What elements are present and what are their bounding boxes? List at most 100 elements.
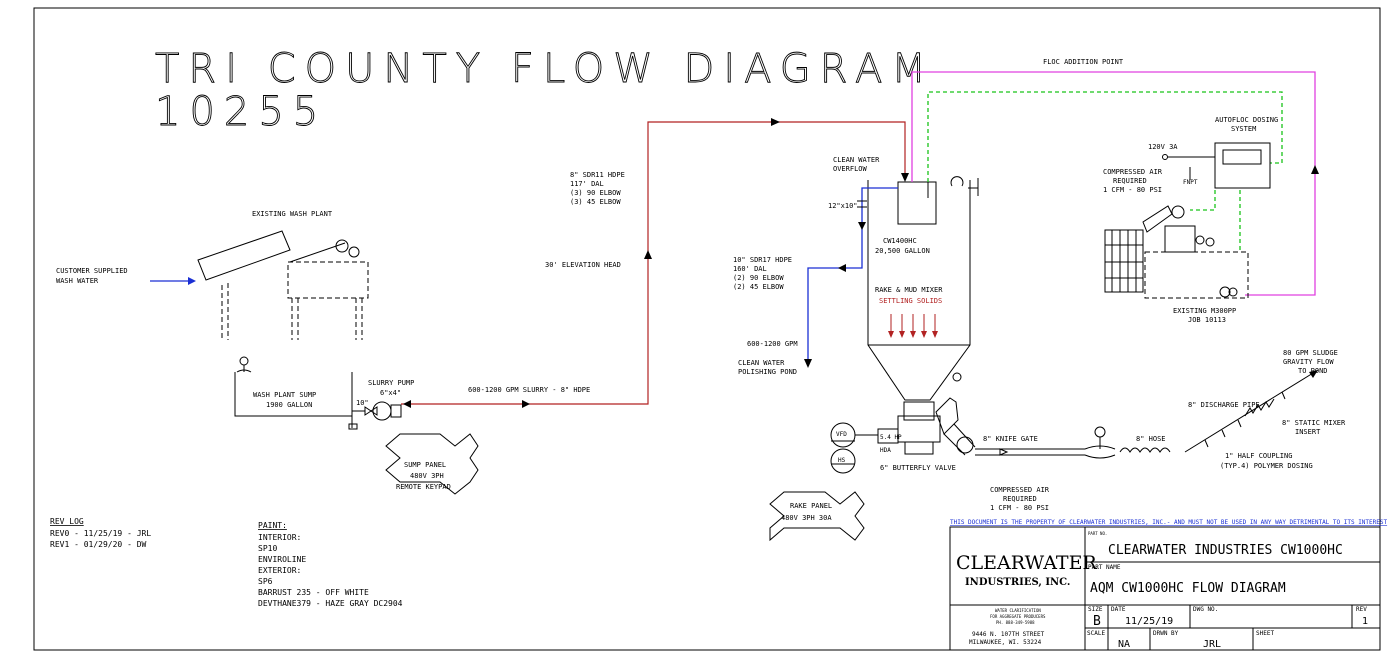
fnpt-label: FNPT [1183,179,1198,186]
date-value: 11/25/19 [1125,616,1173,627]
slurry-arrow-5 [901,173,909,182]
diagram-number: 10255 [155,89,327,135]
sump-panel-outline [385,433,479,495]
hdpe10-label-3: (2) 90 ELBOW [733,274,784,282]
sludge-label-2: GRAVITY FLOW [1283,358,1334,366]
m300-label-2: JOB 10113 [1188,316,1226,324]
hp-label: 5.4 HP [880,434,902,441]
sheet-label: SHEET [1256,630,1274,637]
rev-log-entry-0: REV0 - 11/25/19 - JRL [50,529,151,538]
sump-panel-label-1: SUMP PANEL [404,461,446,469]
power-plug [1162,154,1168,160]
rake-panel-label-1: RAKE PANEL [790,502,832,510]
discharge-assembly [877,397,1085,456]
rev-value: 1 [1362,616,1368,627]
static-mixer-label-2: INSERT [1295,428,1321,436]
paint-line-6: DEVTHANE379 - HAZE GRAY DC2904 [258,599,403,608]
power-120-label: 120V 3A [1148,143,1178,151]
clarifier-tank [862,176,979,401]
slurry-line [401,121,906,405]
static-mixer-label-1: 8" STATIC MIXER [1282,419,1346,427]
butterfly-label: 6" BUTTERFLY VALVE [880,464,956,472]
rev-label: REV [1356,606,1367,613]
overflow-size-label: 12"x10" [828,202,858,210]
floc-line [911,71,1316,296]
wash-plant-label: EXISTING WASH PLANT [252,210,333,218]
hs-circle [830,448,856,474]
address-1: 9446 N. 107TH STREET [972,631,1045,638]
sump-label-2: 1900 GALLON [266,401,312,409]
title-block [949,526,1381,651]
elevation-head-label: 30' ELEVATION HEAD [545,261,621,269]
static-mixer [1244,398,1275,417]
rake-panel-label-2: 480V 3PH 30A [781,514,832,522]
hdpe10-label-2: 160' DAL [733,265,767,273]
coupling-3 [1237,419,1242,428]
slurry-arrow-2 [522,400,530,408]
drwn-label: DRWN BY [1153,630,1179,637]
tank-label-1: CW1400HC [883,237,917,245]
part-name-label: PART NAME [1088,564,1121,571]
sludge-label-3: TO POND [1298,367,1328,375]
hdpe10-label-4: (2) 45 ELBOW [733,283,784,291]
sump-panel-label-2: 480V 3PH [410,472,444,480]
sludge-label-1: 80 GPM SLUDGE [1283,349,1338,357]
date-label: DATE [1111,606,1126,613]
slurry-line-label: 600-1200 GPM SLURRY - 8" HDPE [468,386,590,394]
coupling-2 [1221,429,1226,438]
air-req-label-3: 1 CFM - 80 PSI [1103,186,1162,194]
half-coupling-label-2: (TYP.4) POLYMER DOSING [1220,462,1313,470]
dwg-label: DWG NO. [1193,606,1218,613]
settling-solids-label: SETTLING SOLIDS [879,297,942,305]
paint-line-5: BARRUST 235 - OFF WHITE [258,588,369,597]
size-label: SIZE [1088,606,1103,613]
clean-overflow-label-2: OVERFLOW [833,165,868,173]
air-bottom-label-2: REQUIRED [1003,495,1037,503]
slurry-arrow-4 [771,118,780,126]
sheet-border [33,7,1381,651]
floc-arrow [1311,165,1319,174]
clean-water-arrow-2 [838,264,846,272]
vfd-label: VFD [836,431,847,438]
hose-valve-handle [1094,426,1106,438]
paint-line-4: SP6 [258,577,273,586]
polish-pond-label-1: CLEAN WATER [738,359,785,367]
settling-arrows [888,314,938,338]
drwn-value: JRL [1203,639,1221,650]
rake-panel-outline [769,491,865,542]
air-line-feed [1190,190,1216,211]
air-line-top [927,91,1283,182]
customer-water-label-2: WASH WATER [56,277,99,285]
hdpe10-label-1: 10" SDR17 HDPE [733,256,792,264]
diagram-title: TRI COUNTY FLOW DIAGRAM [155,46,935,92]
knife-gate [999,448,1009,456]
hdpe8-label-3: (3) 90 ELBOW [570,189,621,197]
clean-water-arrow-3 [858,222,866,230]
pump-inlet-label: 10" [356,399,369,407]
discharge-pipe-label: 8" DISCHARGE PIPE [1188,401,1260,409]
paint-line-0: INTERIOR: [258,533,301,542]
polish-pond-label-2: POLISHING POND [738,368,797,376]
sump-panel-label-3: REMOTE KEYPAD [396,483,451,491]
customer-water-label-1: CUSTOMER SUPPLIED [56,267,128,275]
phone: PH. 888-349-5988 [996,620,1035,625]
slurry-arrow-3 [644,250,652,259]
slurry-pump [348,401,402,430]
rev-log-entry-1: REV1 - 01/29/20 - DW [50,540,147,549]
hda-label: HDA [880,447,891,454]
clean-water-arrow-1 [804,359,812,368]
air-bottom-label-1: COMPRESSED AIR [990,486,1050,494]
half-coupling-label-1: 1" HALF COUPLING [1225,452,1292,460]
m300pp-machine [1104,205,1249,299]
wash-plant-screen [197,230,369,340]
part-name: AQM CW1000HC FLOW DIAGRAM [1090,581,1286,596]
slurry-arrow-1 [403,400,411,408]
part-no: CLEARWATER INDUSTRIES CW1000HC [1108,543,1343,558]
coupling-1 [1204,439,1209,448]
air-bottom-label-3: 1 CFM - 80 PSI [990,504,1049,512]
tagline-1: WATER CLARIFICATION [995,608,1041,613]
rake-mixer-label: RAKE & MUD MIXER [875,286,943,294]
hdpe8-label-4: (3) 45 ELBOW [570,198,621,206]
paint-title: PAINT: [258,521,287,530]
